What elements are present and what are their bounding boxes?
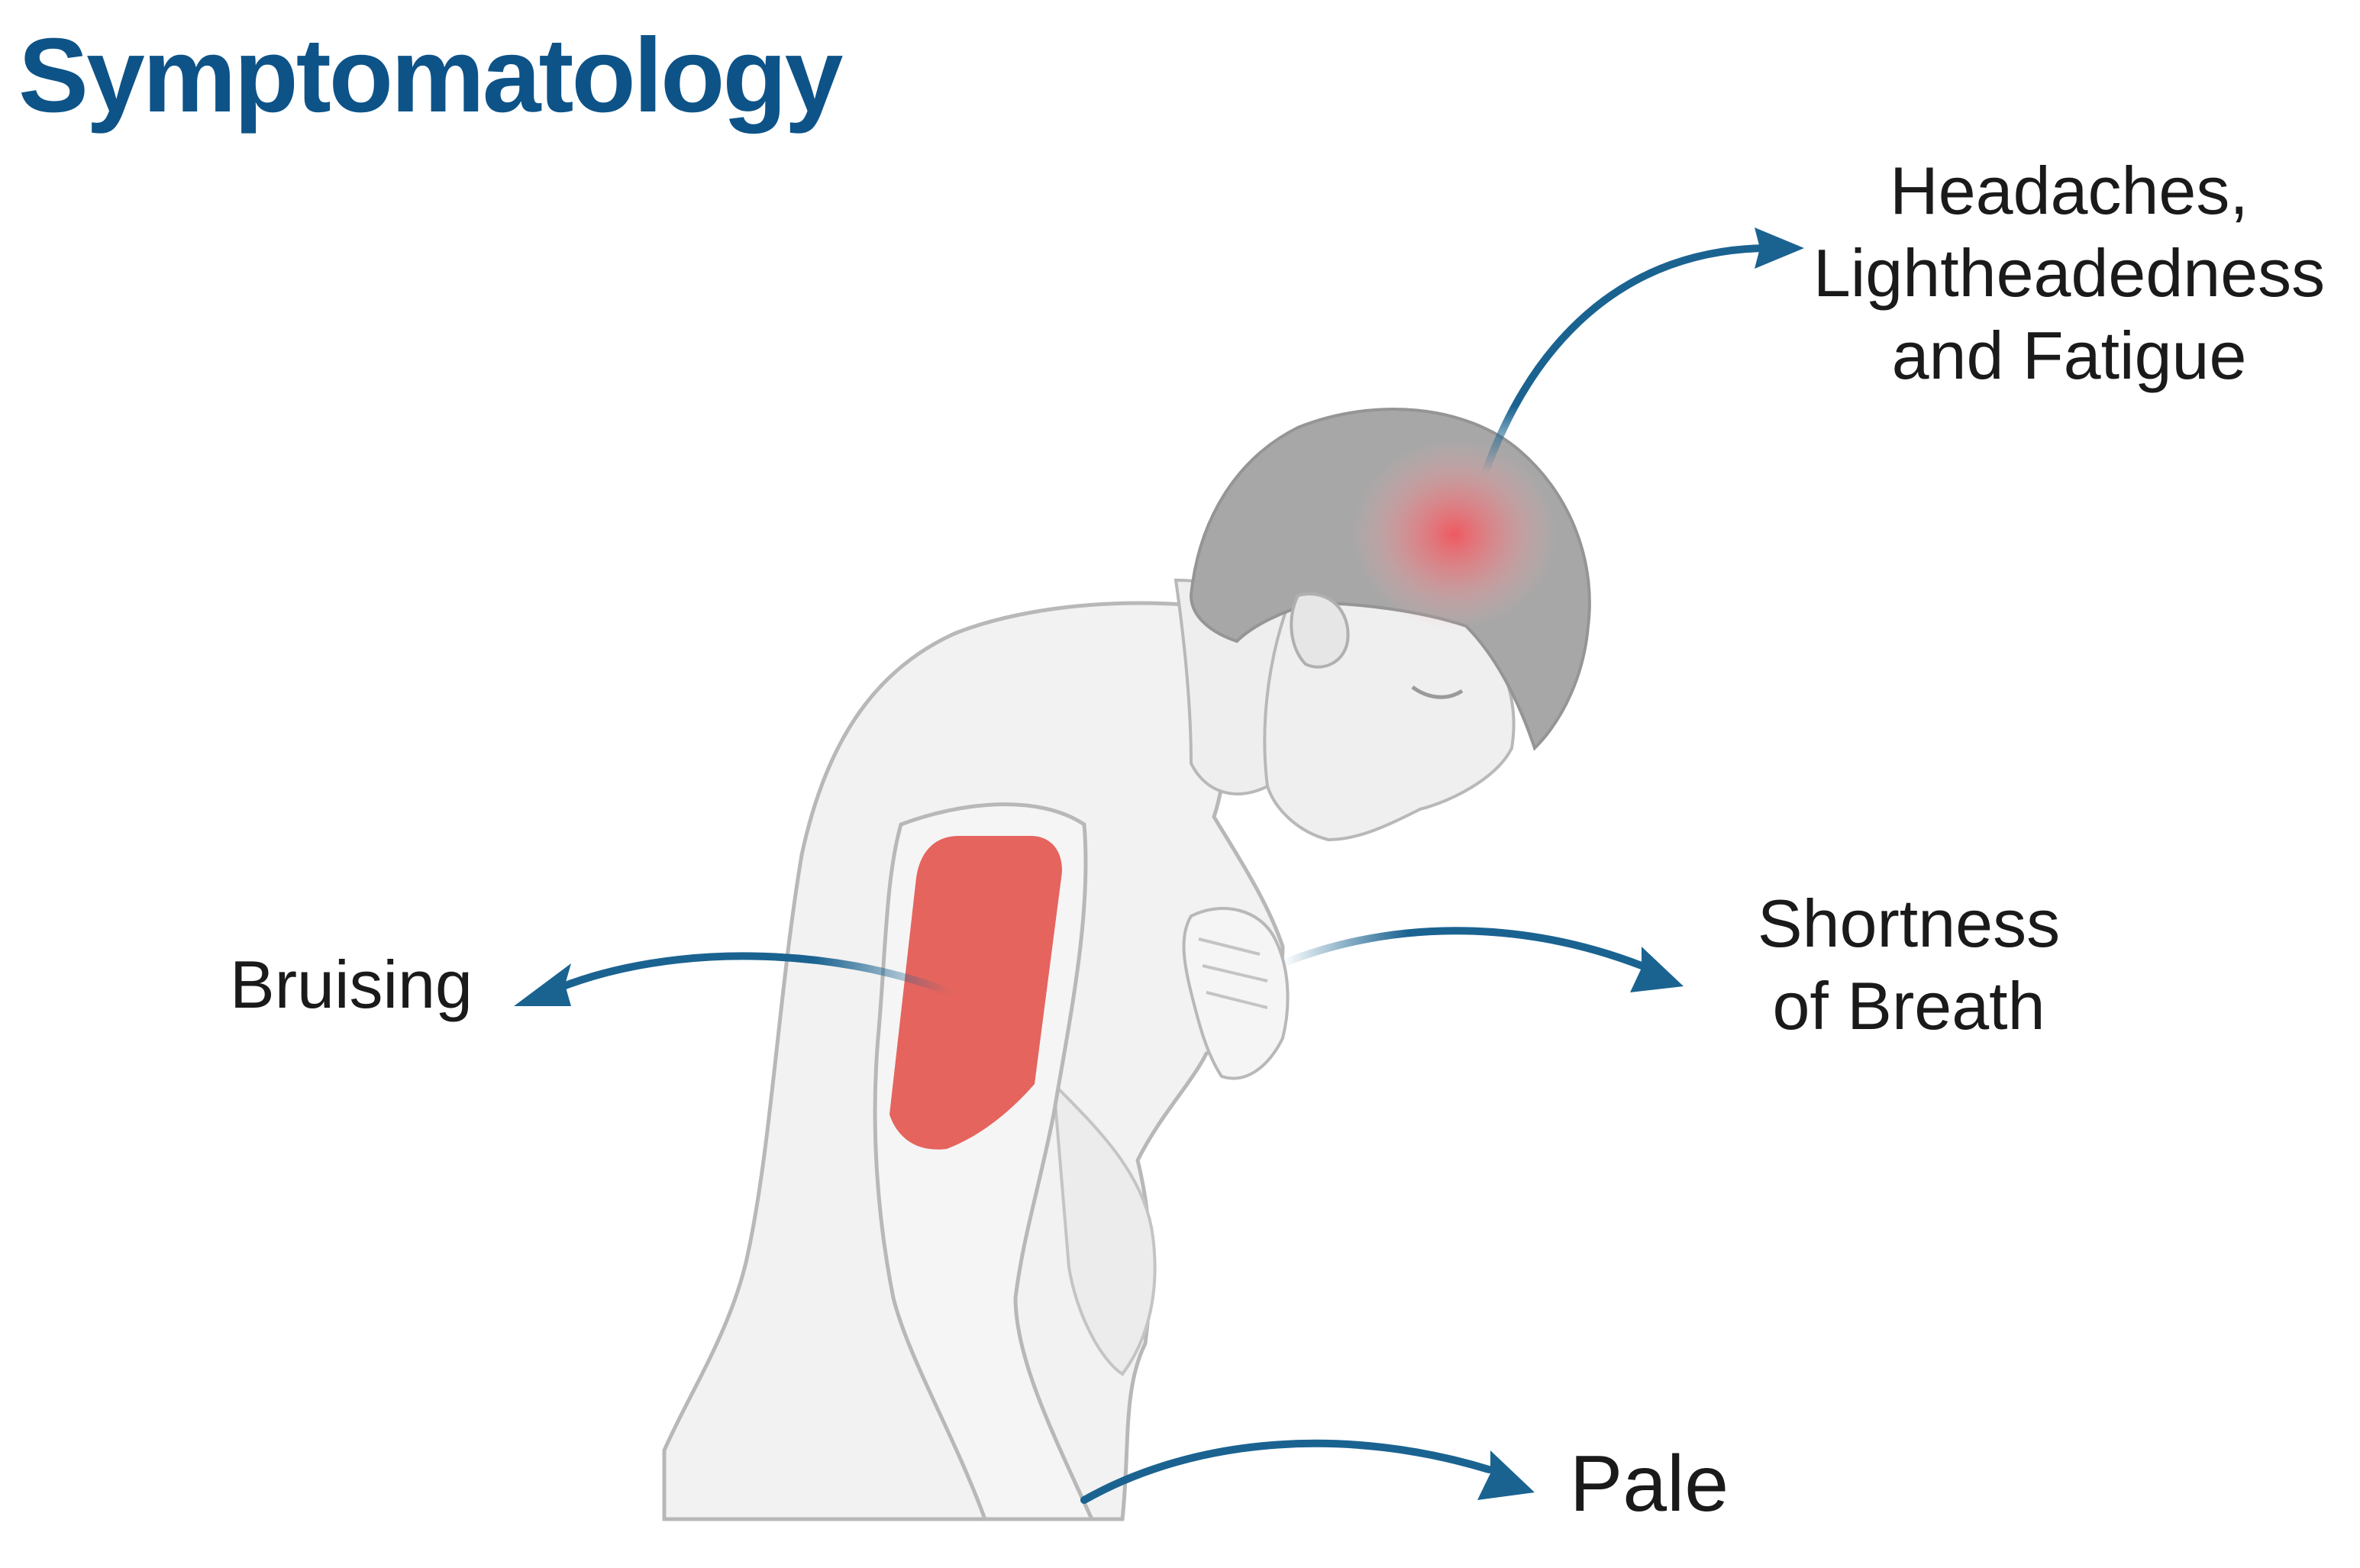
label-headaches-line-1: Headaches, <box>1890 153 2249 228</box>
label-headaches-line-3: and Fatigue <box>1891 318 2247 393</box>
eye-closed <box>1411 685 1464 699</box>
body-hand <box>1182 907 1290 1080</box>
body-ear <box>1290 592 1350 669</box>
label-headaches-line-2: Lightheadedness <box>1813 235 2326 311</box>
arrow-bruising <box>554 952 954 996</box>
label-shortness-line-1: Shortness <box>1757 886 2061 961</box>
arrow-pale <box>1080 1439 1493 1504</box>
arrow-head-shortness <box>1630 947 1684 992</box>
hand-fingers <box>1198 937 1268 1009</box>
label-pale: Pale <box>1569 1440 1729 1528</box>
arrow-headaches <box>1481 244 1768 477</box>
bruise-patch <box>889 836 1062 1150</box>
arrow-shortness <box>1279 927 1645 970</box>
label-bruising: Bruising <box>230 947 473 1022</box>
label-shortness-line-2: of Breath <box>1772 968 2045 1044</box>
page-title: Symptomatology <box>18 17 843 134</box>
arrow-head-headaches <box>1755 227 1804 269</box>
arrow-head-bruising <box>514 963 571 1006</box>
arrow-head-pale <box>1477 1450 1535 1500</box>
headache-glow <box>1351 439 1558 630</box>
label-shortness-of-breath: Shortness of Breath <box>1664 882 2153 1047</box>
body-belly <box>1051 1079 1157 1376</box>
label-headaches: Headaches, Lightheadedness and Fatigue <box>1779 150 2359 397</box>
